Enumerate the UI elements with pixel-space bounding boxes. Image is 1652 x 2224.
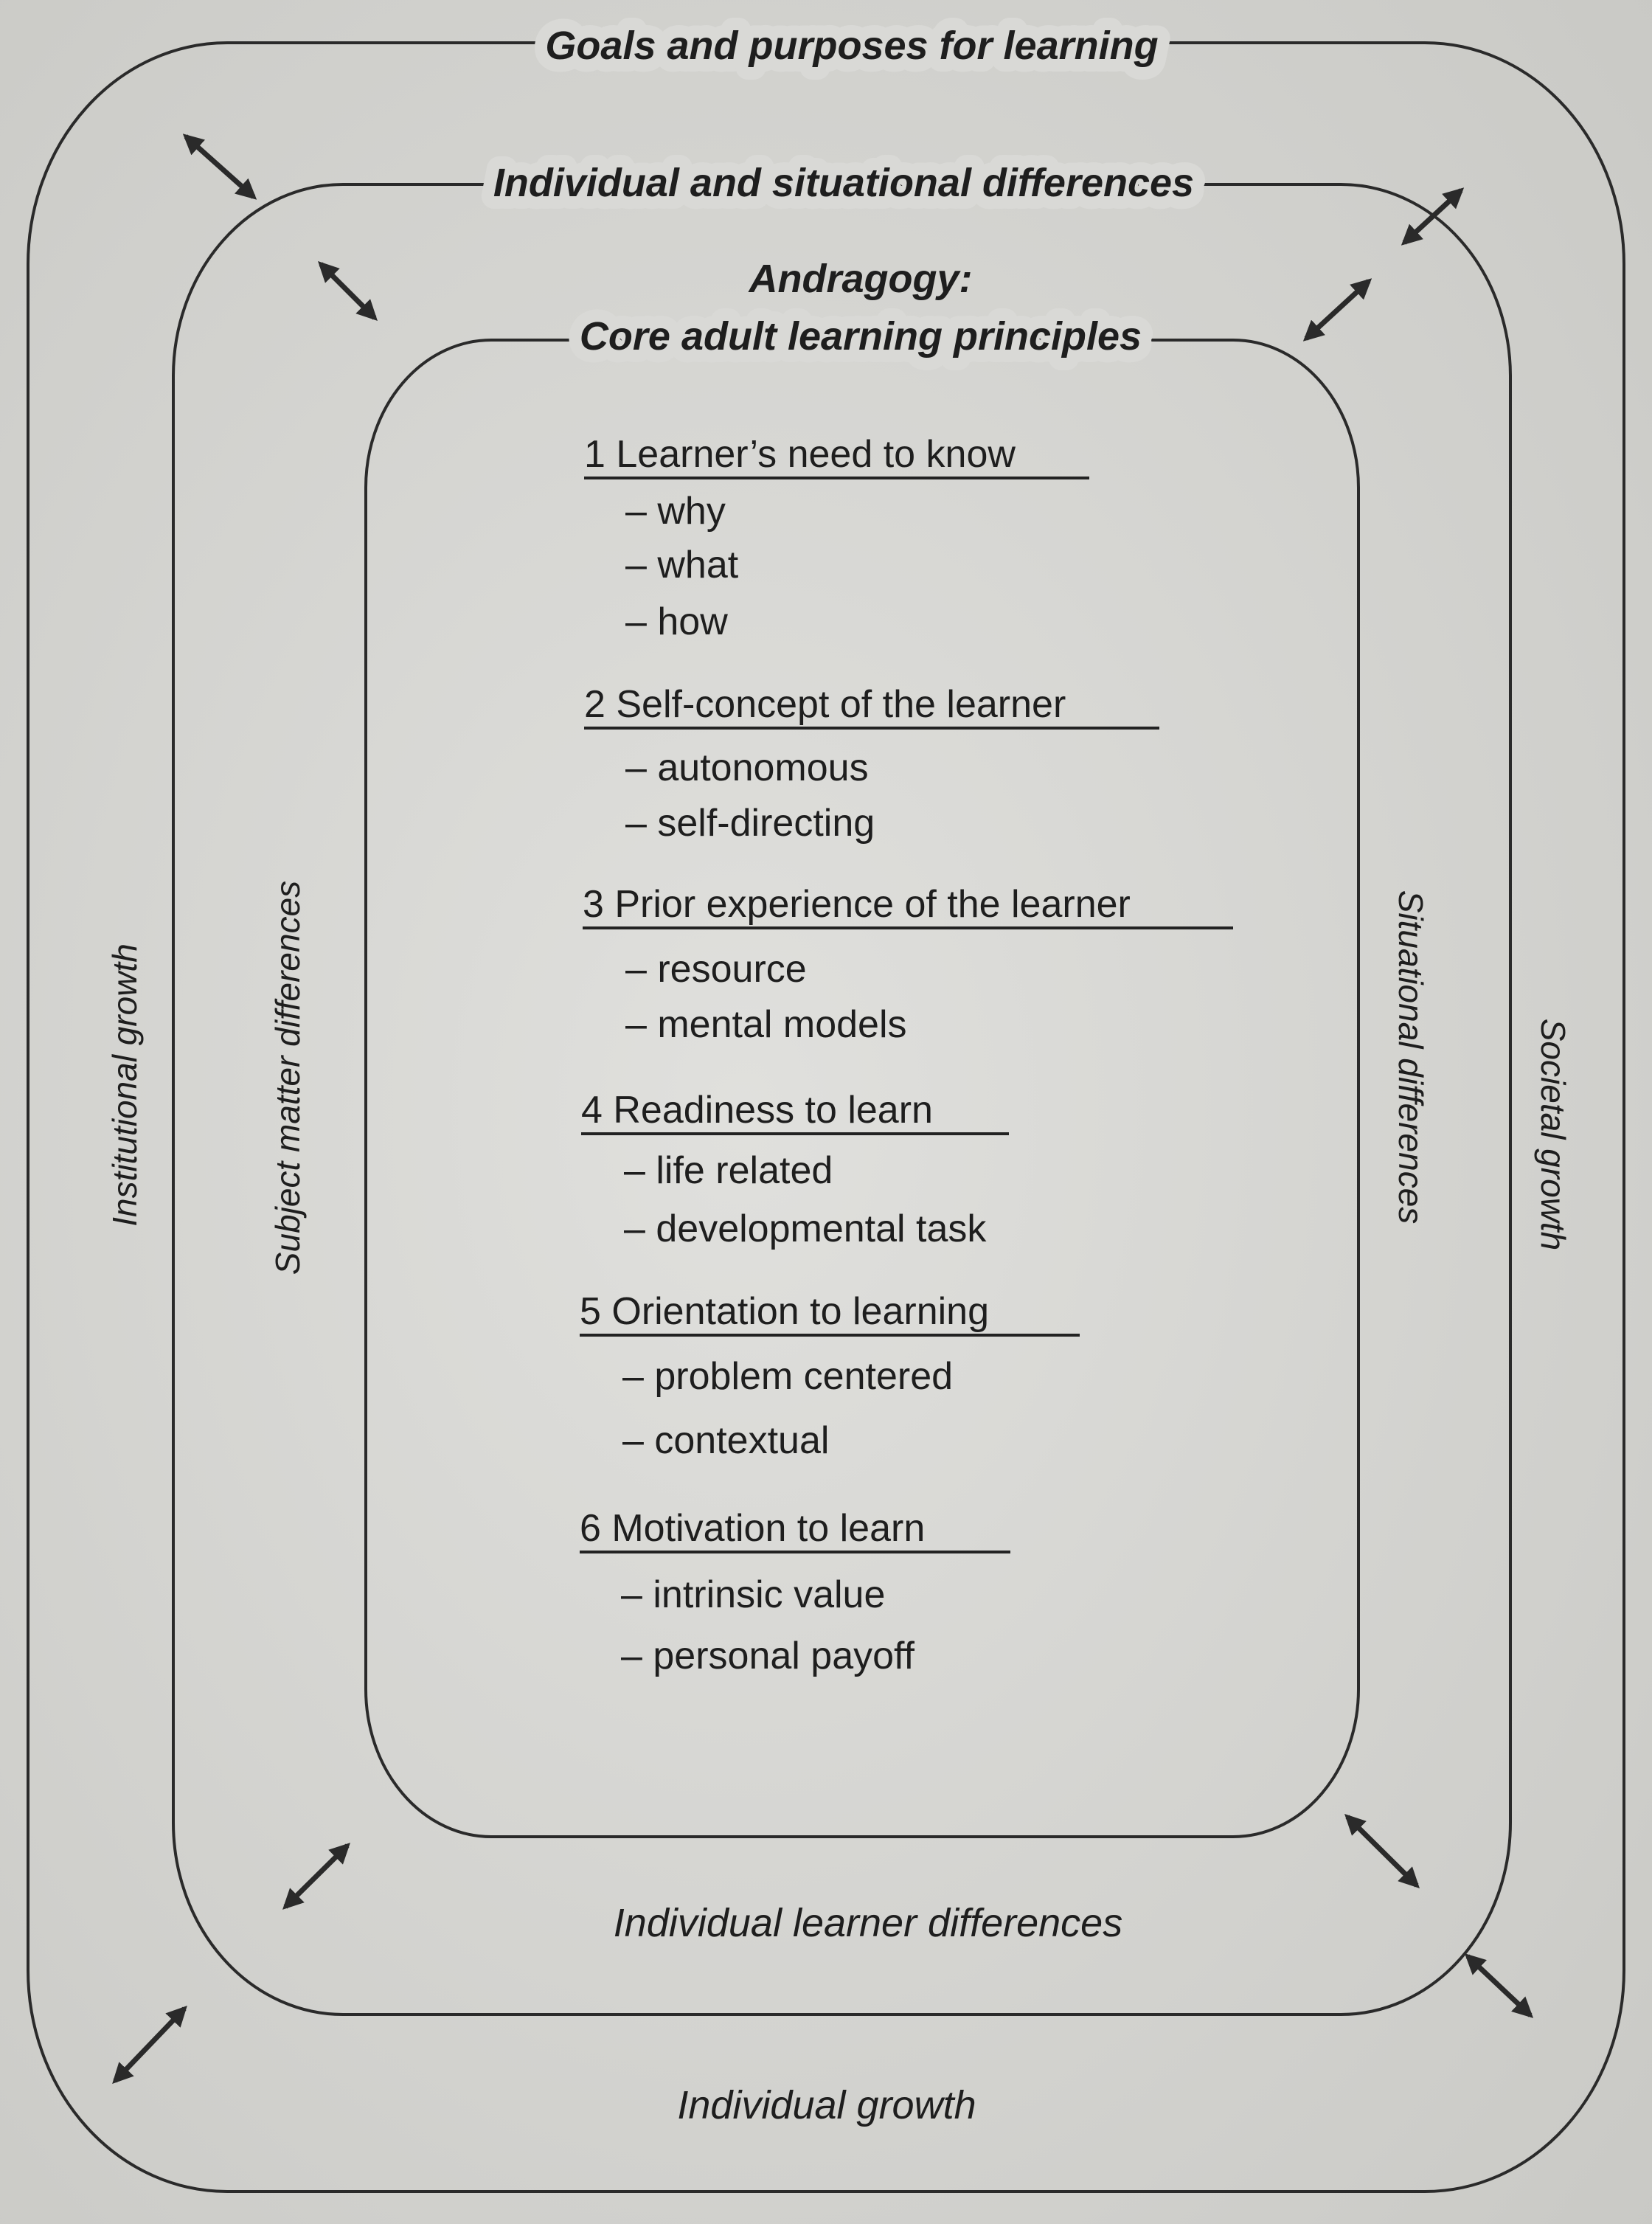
outer-ring-title: Goals and purposes for learning	[545, 24, 1158, 68]
middle-left-label: Subject matter differences	[268, 881, 307, 1275]
principle-1: 1 Learner’s need to know – why – what – …	[584, 433, 1089, 643]
principle-heading: 6 Motivation to learn	[580, 1507, 925, 1550]
middle-ring	[172, 183, 1512, 2016]
principle-item: – resource	[625, 948, 807, 991]
outer-right-label: Societal growth	[1534, 1019, 1572, 1251]
double-arrow-icon	[1464, 1953, 1534, 2018]
middle-bottom-label: Individual learner differences	[614, 1901, 1122, 1945]
inner-ring	[364, 339, 1360, 1838]
principle-item: – intrinsic value	[621, 1573, 885, 1616]
double-arrow-icon	[318, 261, 378, 321]
principle-heading: 4 Readiness to learn	[581, 1089, 933, 1132]
double-arrow-icon	[182, 134, 257, 200]
principle-heading: 5 Orientation to learning	[580, 1290, 989, 1333]
double-arrow-icon	[1302, 278, 1372, 342]
principle-item: – why	[625, 490, 726, 533]
double-arrow-icon	[112, 2005, 187, 2085]
middle-ring-title: Individual and situational differences	[493, 161, 1194, 205]
principle-heading: 2 Self-concept of the learner	[584, 683, 1066, 726]
inner-ring-title-line2: Core adult learning principles	[580, 314, 1142, 358]
double-arrow-icon	[282, 1843, 350, 1910]
double-arrow-icon	[1344, 1814, 1420, 1888]
principle-item: – personal payoff	[621, 1635, 915, 1677]
principle-item: – problem centered	[622, 1355, 953, 1398]
principle-3: 3 Prior experience of the learner – reso…	[583, 883, 1233, 1046]
double-arrow-icon	[1401, 187, 1465, 246]
principle-heading: 3 Prior experience of the learner	[583, 883, 1131, 926]
outer-ring	[27, 41, 1625, 2193]
principle-heading: 1 Learner’s need to know	[584, 433, 1016, 476]
principle-5: 5 Orientation to learning – problem cent…	[580, 1290, 1080, 1462]
principle-item: – life related	[624, 1149, 833, 1192]
principle-item: – mental models	[625, 1003, 907, 1046]
outer-bottom-label: Individual growth	[677, 2083, 976, 2127]
principle-item: – self-directing	[625, 802, 875, 845]
principle-4: 4 Readiness to learn – life related – de…	[581, 1089, 1009, 1250]
outer-left-label: Institutional growth	[105, 943, 144, 1227]
middle-right-label: Situational differences	[1392, 890, 1430, 1224]
principle-item: – developmental task	[624, 1208, 987, 1250]
principle-item: – how	[625, 600, 728, 643]
principle-item: – contextual	[622, 1419, 829, 1462]
principle-2: 2 Self-concept of the learner – autonomo…	[584, 683, 1159, 845]
inner-ring-title-line1: Andragogy:	[748, 257, 973, 301]
principle-item: – autonomous	[625, 746, 869, 789]
principle-item: – what	[625, 544, 739, 586]
interaction-arrows	[112, 134, 1534, 2085]
principles-list: 1 Learner’s need to know – why – what – …	[580, 433, 1233, 1677]
principle-6: 6 Motivation to learn – intrinsic value …	[580, 1507, 1010, 1677]
